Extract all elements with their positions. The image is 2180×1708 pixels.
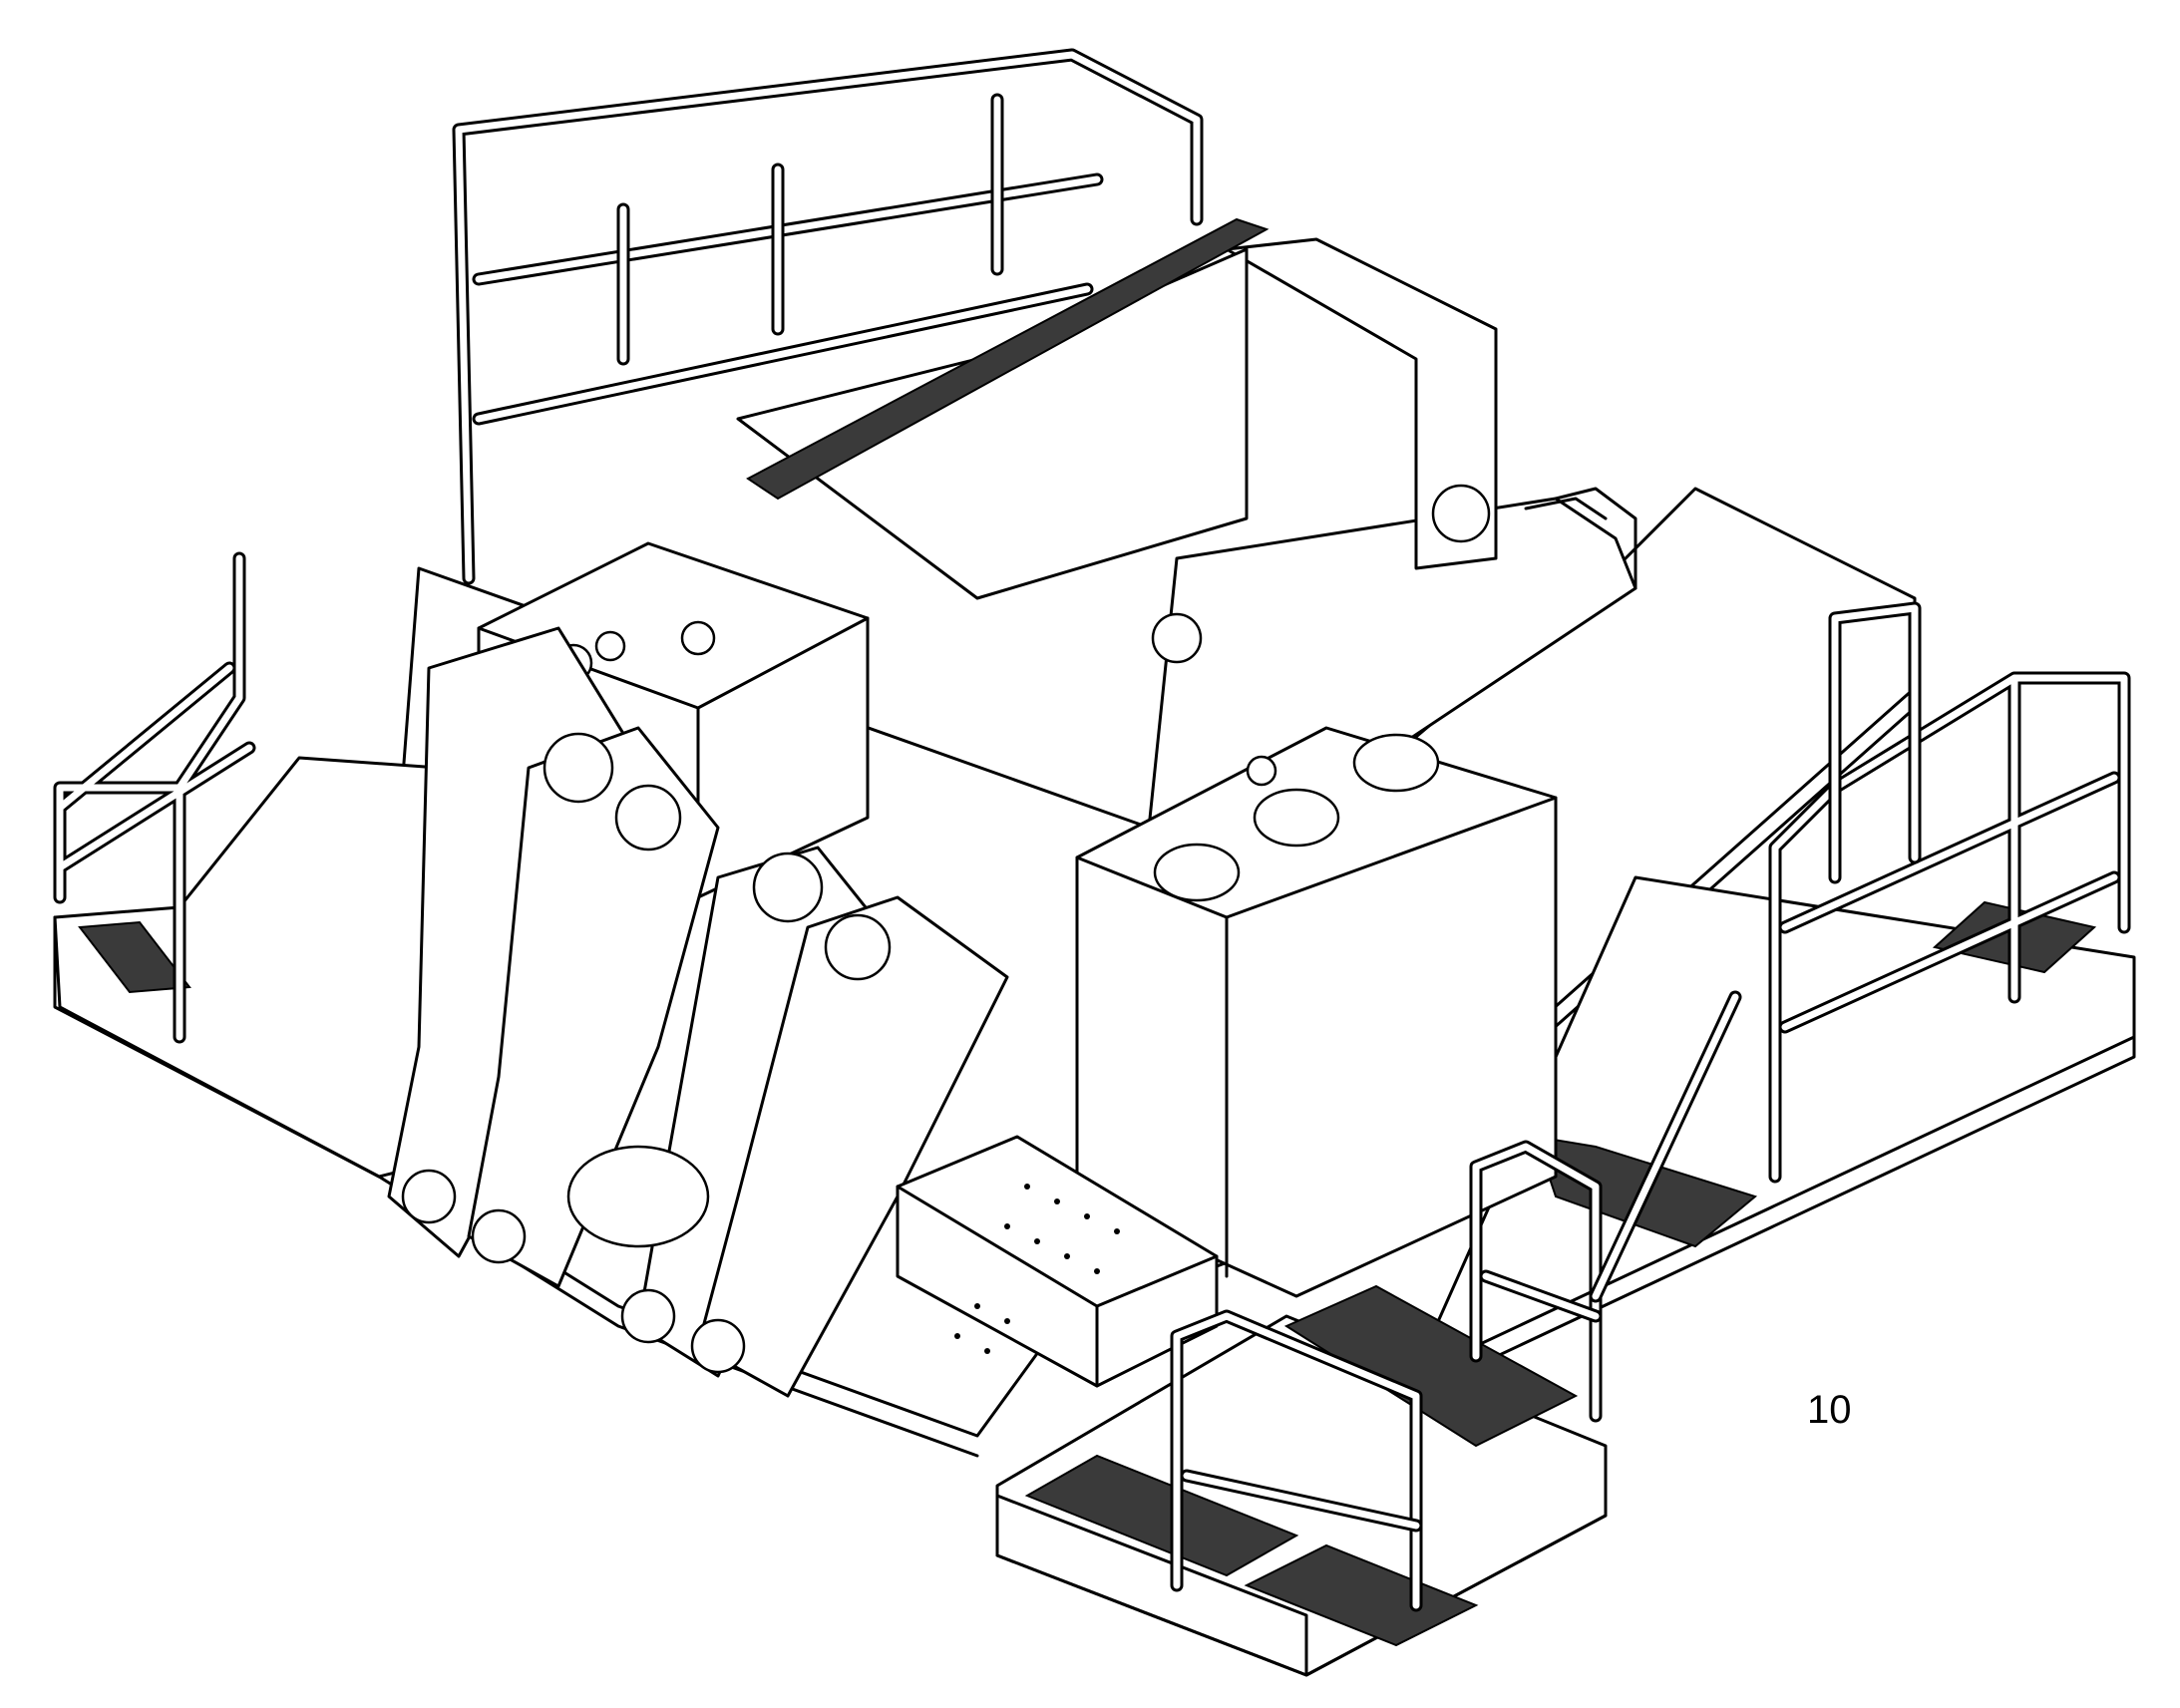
bolt-pattern	[954, 1184, 1120, 1354]
right-walkway-platform	[1434, 875, 2136, 1368]
top-grating-strip	[746, 217, 1270, 501]
left-walkway-platform	[53, 756, 441, 1179]
boom-foot-brackets	[387, 626, 1009, 1398]
handrails	[53, 48, 2131, 1612]
callout-number: 10	[1807, 1388, 1852, 1432]
right-tank-block	[1075, 726, 1558, 1298]
